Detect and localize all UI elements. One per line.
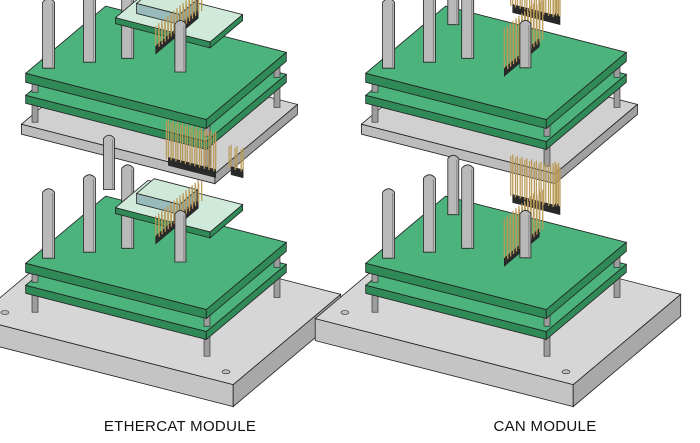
ethercat-small-header-base (230, 166, 244, 179)
fin-left-3 (461, 0, 475, 59)
plate-hole (0, 310, 10, 315)
assembly-ethercat-frame-0 (20, 0, 299, 185)
fin-left-1 (382, 188, 395, 259)
can-module-caption: CAN MODULE (493, 418, 597, 435)
fin-left-2 (423, 174, 436, 253)
plate-hole (221, 369, 231, 375)
assembly-can-plate-3 (314, 154, 682, 408)
fin-left-1 (382, 0, 395, 69)
fin-front (519, 209, 532, 259)
fin-left-2 (83, 174, 96, 253)
fin-left-3 (461, 164, 475, 249)
fin-back (103, 134, 115, 190)
ethercat-header-top-pins (165, 119, 217, 172)
can-tall-pins-pins (552, 161, 560, 207)
fin-left-2 (423, 0, 436, 63)
fin-front (174, 20, 187, 73)
plate-hole (561, 369, 571, 375)
ethercat-header-side-pins (155, 0, 203, 47)
fin-back (447, 154, 460, 216)
fin-left-1 (42, 188, 55, 259)
fin-front (519, 19, 532, 69)
can-tall-pins-pins (552, 0, 560, 17)
ethercat-small-header-pins (228, 144, 244, 172)
fin-back (447, 0, 460, 26)
fin-left-2 (83, 0, 96, 63)
plate-hole (340, 310, 350, 315)
assembly-can-frame-1 (360, 0, 639, 185)
fin-left-1 (42, 0, 55, 69)
assembly-ethercat-plate-2 (0, 119, 342, 408)
ethercat-module-caption: ETHERCAT MODULE (103, 418, 257, 435)
assembly-views (0, 0, 682, 408)
fin-front (174, 210, 187, 263)
